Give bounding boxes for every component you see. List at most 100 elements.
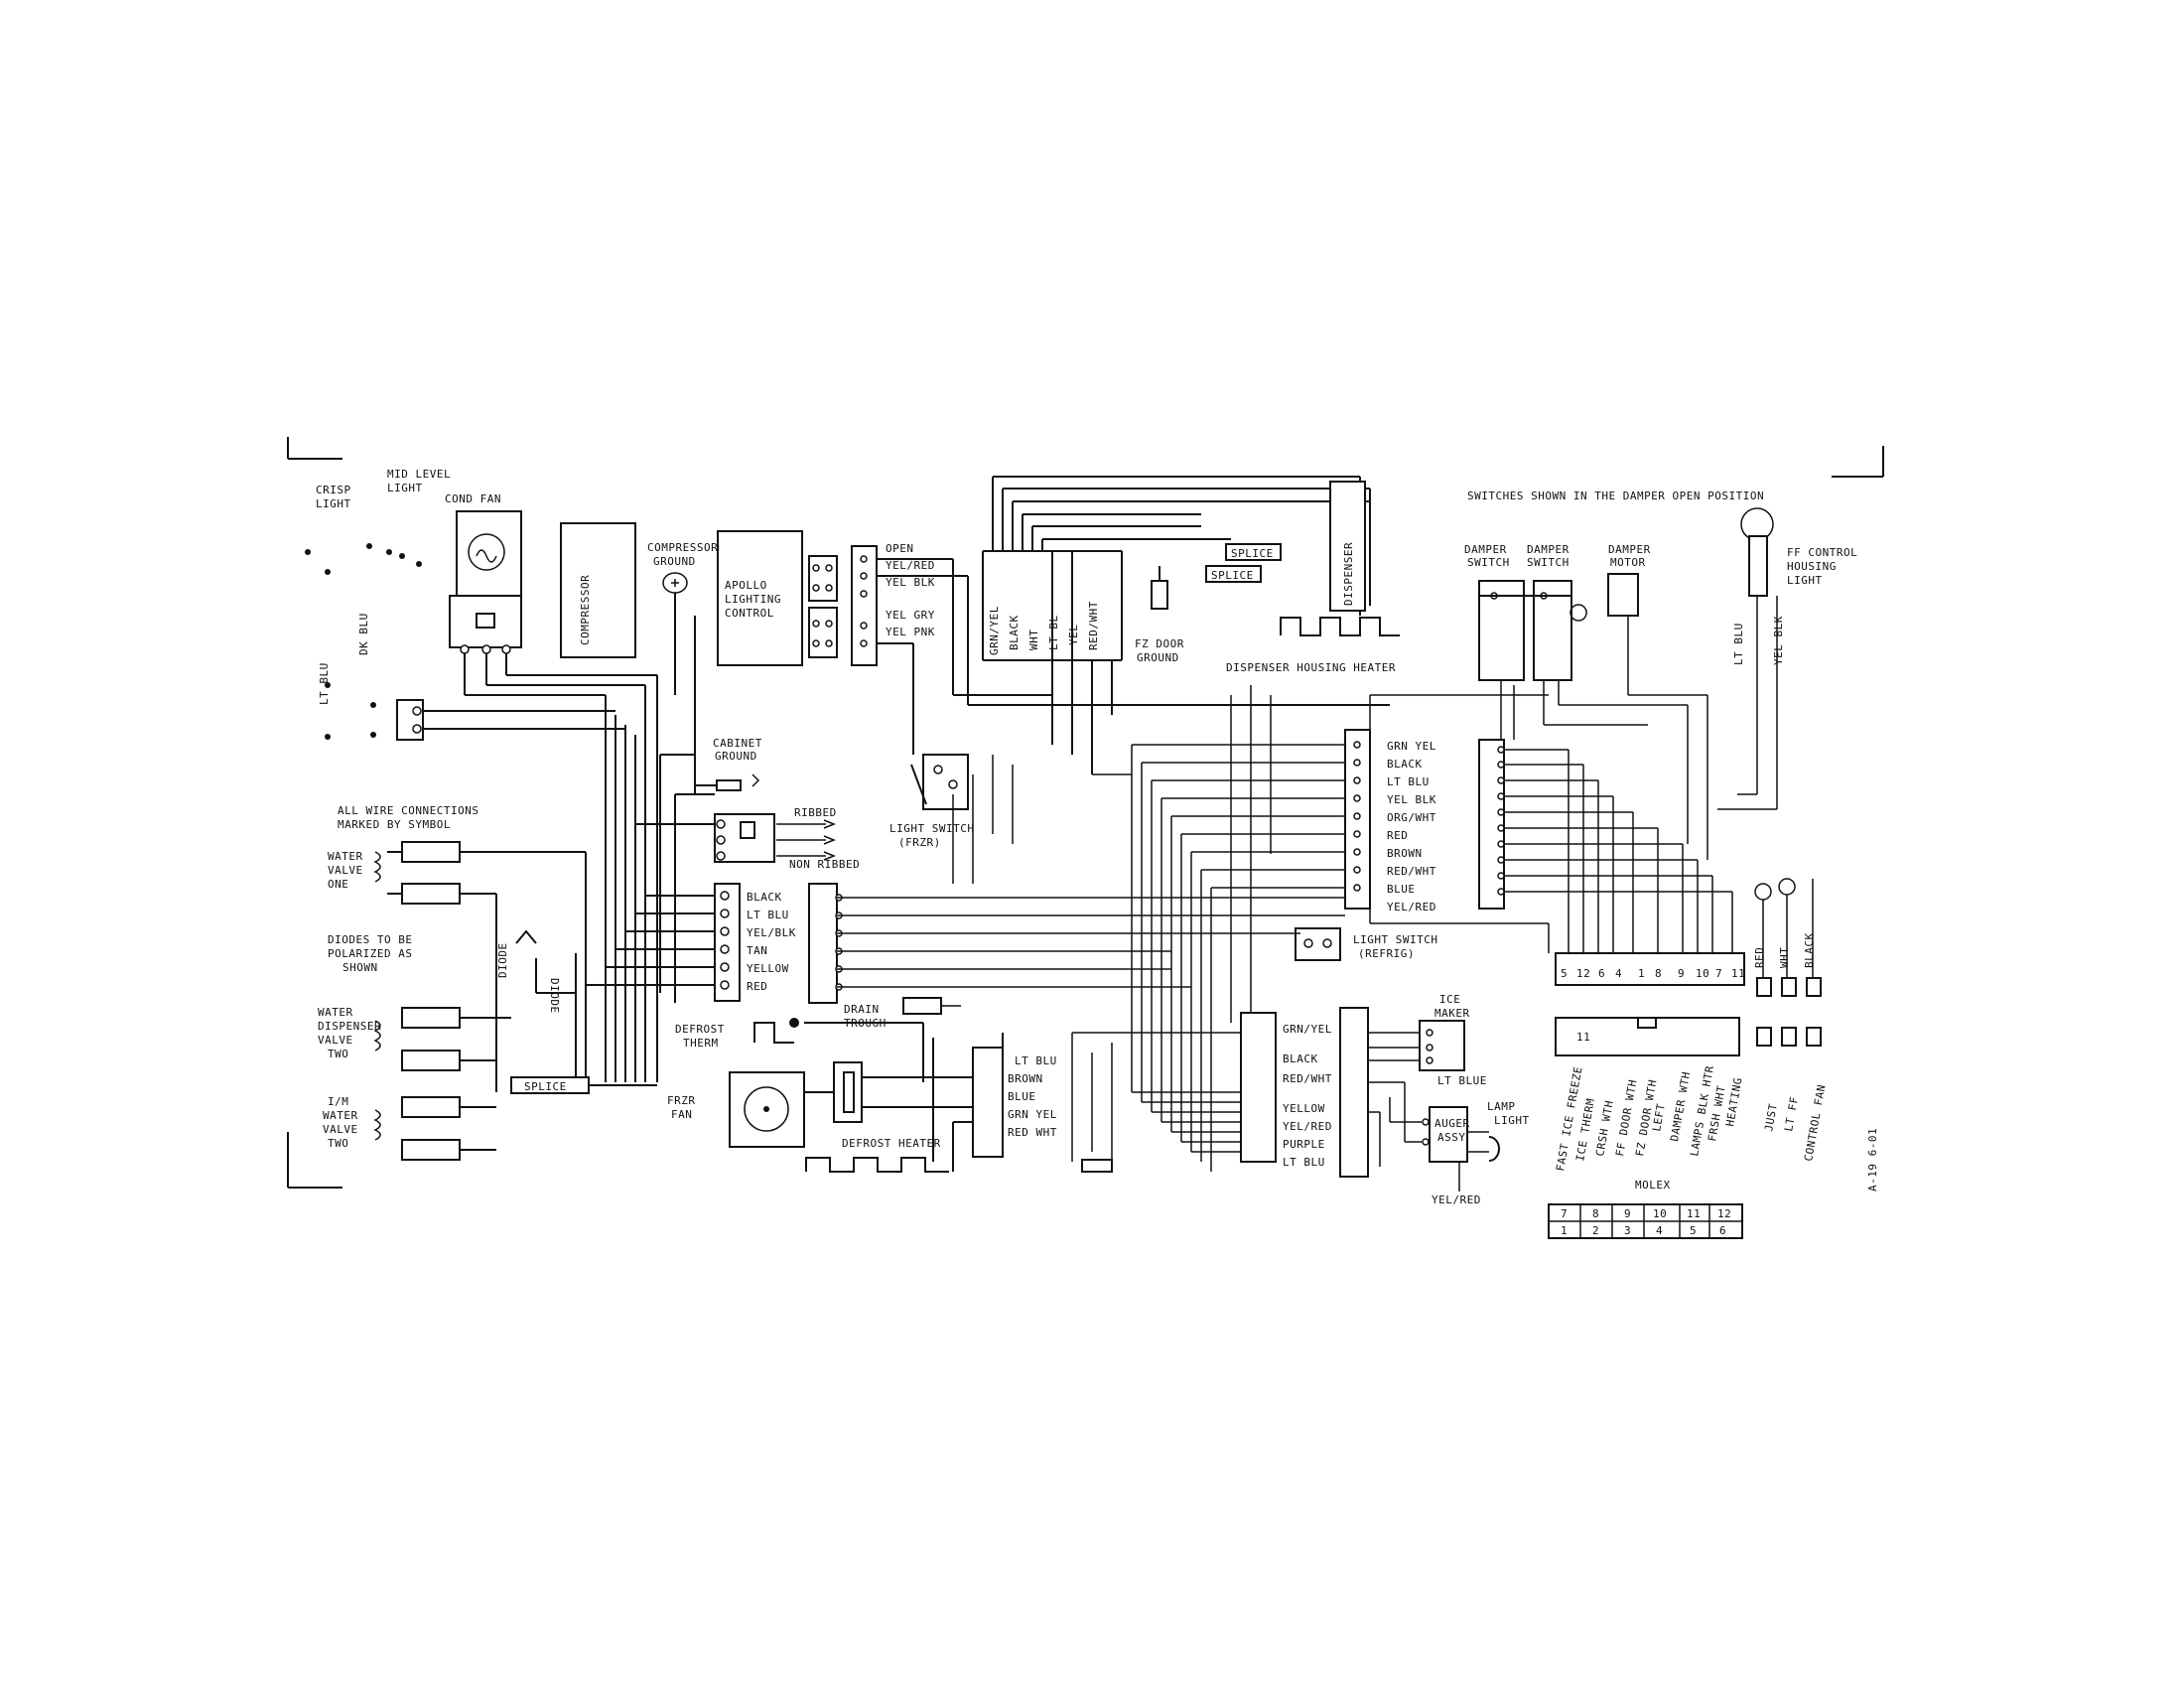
svg-text:LT BLUE: LT BLUE (1437, 1074, 1487, 1087)
svg-text:LEFT: LEFT (1650, 1102, 1668, 1132)
svg-text:SPLICE: SPLICE (1231, 547, 1274, 560)
svg-text:6: 6 (1719, 1224, 1726, 1237)
svg-text:TWO: TWO (328, 1137, 348, 1150)
control-board: 11 (1555, 1017, 1740, 1056)
svg-text:6: 6 (1598, 967, 1605, 980)
svg-text:LIGHTING: LIGHTING (725, 593, 781, 606)
svg-text:PURPLE: PURPLE (1283, 1138, 1325, 1151)
svg-text:WATER: WATER (323, 1109, 358, 1122)
svg-text:FF CONTROL: FF CONTROL (1787, 546, 1857, 559)
svg-text:2: 2 (1592, 1224, 1599, 1237)
svg-text:FAN: FAN (671, 1108, 692, 1121)
svg-text:YEL PNK: YEL PNK (886, 626, 935, 638)
svg-text:ONE: ONE (328, 878, 348, 891)
svg-text:ORG/WHT: ORG/WHT (1387, 811, 1436, 824)
svg-text:YELLOW: YELLOW (1283, 1102, 1325, 1115)
svg-text:12: 12 (1717, 1207, 1731, 1220)
svg-text:DISPENSER HOUSING HEATER: DISPENSER HOUSING HEATER (1226, 661, 1396, 674)
svg-text:SPLICE: SPLICE (524, 1080, 567, 1093)
svg-text:COMPRESSOR: COMPRESSOR (579, 575, 592, 645)
right-side-connector (1478, 739, 1505, 910)
svg-text:SPLICE: SPLICE (1211, 569, 1254, 582)
svg-text:DAMPER: DAMPER (1527, 543, 1570, 556)
svg-text:8: 8 (1655, 967, 1662, 980)
svg-text:RED: RED (747, 980, 767, 993)
function-labels: FAST ICE FREEZE ICE THERM CRSH WTH FF DO… (1554, 1064, 1828, 1172)
svg-text:VALVE: VALVE (318, 1034, 353, 1047)
svg-text:3: 3 (1624, 1224, 1631, 1237)
svg-text:8: 8 (1592, 1207, 1599, 1220)
damper-motor: DAMPER MOTOR (1570, 543, 1651, 622)
svg-text:THERM: THERM (683, 1037, 719, 1050)
svg-text:LIGHT: LIGHT (316, 497, 351, 510)
svg-text:TAN: TAN (747, 944, 767, 957)
svg-text:WATER: WATER (328, 850, 363, 863)
light-switch-frzr: LIGHT SWITCH (FRZR) (889, 754, 974, 849)
svg-text:BLACK: BLACK (1803, 932, 1816, 968)
svg-text:DIODE: DIODE (548, 978, 561, 1014)
svg-text:LT BLU: LT BLU (1387, 775, 1430, 788)
svg-text:LT BLU: LT BLU (747, 909, 789, 921)
svg-text:11: 11 (1576, 1031, 1590, 1044)
svg-text:MID LEVEL: MID LEVEL (387, 468, 451, 481)
svg-text:10: 10 (1653, 1207, 1667, 1220)
svg-text:GRN YEL: GRN YEL (1387, 740, 1436, 753)
water-valve-one: WATER VALVE ONE (328, 841, 461, 905)
svg-text:LT BLU: LT BLU (1283, 1156, 1325, 1169)
svg-text:BLACK: BLACK (1008, 615, 1021, 650)
svg-text:DAMPER: DAMPER (1608, 543, 1651, 556)
svg-text:BLACK: BLACK (1387, 758, 1423, 771)
harness-connector-bottom-right: GRN/YEL BLACK RED/WHT YELLOW YEL/RED PUR… (1240, 1012, 1332, 1169)
svg-text:SHOWN: SHOWN (342, 961, 378, 974)
svg-text:YEL/RED: YEL/RED (1283, 1120, 1332, 1133)
svg-text:FZ DOOR: FZ DOOR (1135, 637, 1184, 650)
cabinet-ground: CABINET GROUND (695, 737, 762, 791)
dk-blu-wire-label: DK BLU (357, 613, 370, 655)
svg-text:GRN/YEL: GRN/YEL (1283, 1023, 1332, 1036)
molex-connector: MOLEX 7 8 9 10 11 12 1 2 3 4 5 6 (1548, 1179, 1743, 1239)
svg-text:11: 11 (1687, 1207, 1701, 1220)
svg-text:YEL/BLK: YEL/BLK (747, 926, 796, 939)
light-switch-refrig: LIGHT SWITCH (REFRIG) (1295, 927, 1437, 961)
center-harness-connector: DRAIN TROUGH (808, 883, 961, 1030)
svg-text:10: 10 (1696, 967, 1709, 980)
svg-text:DIODE: DIODE (496, 942, 509, 978)
svg-text:CABINET: CABINET (713, 737, 762, 750)
svg-text:COMPRESSOR: COMPRESSOR (647, 541, 718, 554)
svg-text:MOLEX: MOLEX (1635, 1179, 1671, 1192)
svg-text:GROUND: GROUND (1137, 651, 1179, 664)
svg-text:BROWN: BROWN (1008, 1072, 1043, 1085)
svg-text:GROUND: GROUND (715, 750, 757, 763)
svg-text:ICE: ICE (1439, 993, 1460, 1006)
crisp-lamp-sockets (305, 543, 422, 740)
svg-text:NON RIBBED: NON RIBBED (789, 858, 860, 871)
central-wiring (837, 685, 1549, 1172)
light-connector (396, 699, 424, 741)
svg-text:LIGHT SWITCH: LIGHT SWITCH (889, 822, 974, 835)
im-water-valve: I/M WATER VALVE TWO (323, 1095, 461, 1161)
svg-text:LAMP: LAMP (1487, 1100, 1516, 1113)
svg-text:(REFRIG): (REFRIG) (1358, 947, 1415, 960)
svg-text:DRAIN: DRAIN (844, 1003, 880, 1016)
svg-text:MAKER: MAKER (1434, 1007, 1470, 1020)
switches-note: SWITCHES SHOWN IN THE DAMPER OPEN POSITI… (1467, 490, 1764, 502)
svg-text:BROWN: BROWN (1387, 847, 1423, 860)
svg-text:DAMPER: DAMPER (1464, 543, 1507, 556)
right-lamp-sockets: RED WHT BLACK (1753, 878, 1822, 1047)
light-switch-connector: OPEN YEL/RED YEL BLK YEL GRY YEL PNK (851, 542, 935, 666)
bottom-left-wiring (804, 1022, 1004, 1172)
svg-text:APOLLO: APOLLO (725, 579, 767, 592)
splice-bottom-left: SPLICE (510, 1076, 590, 1094)
svg-text:SWITCH: SWITCH (1527, 556, 1570, 569)
svg-text:DISPENSER: DISPENSER (318, 1020, 381, 1033)
svg-text:YEL/RED: YEL/RED (1432, 1193, 1481, 1206)
svg-text:HOUSING: HOUSING (1787, 560, 1837, 573)
svg-text:DAMPER WTH: DAMPER WTH (1668, 1070, 1693, 1142)
svg-text:CONTROL: CONTROL (725, 607, 774, 620)
svg-text:ASSY: ASSY (1437, 1131, 1466, 1144)
svg-text:YEL: YEL (1067, 625, 1080, 645)
ten-pin-connector: 5 12 6 4 1 8 9 10 7 11 (1555, 952, 1745, 986)
svg-text:YEL/RED: YEL/RED (1387, 901, 1436, 913)
svg-text:MARKED BY SYMBOL: MARKED BY SYMBOL (338, 818, 451, 831)
compressor-ground: COMPRESSOR GROUND (647, 541, 718, 695)
